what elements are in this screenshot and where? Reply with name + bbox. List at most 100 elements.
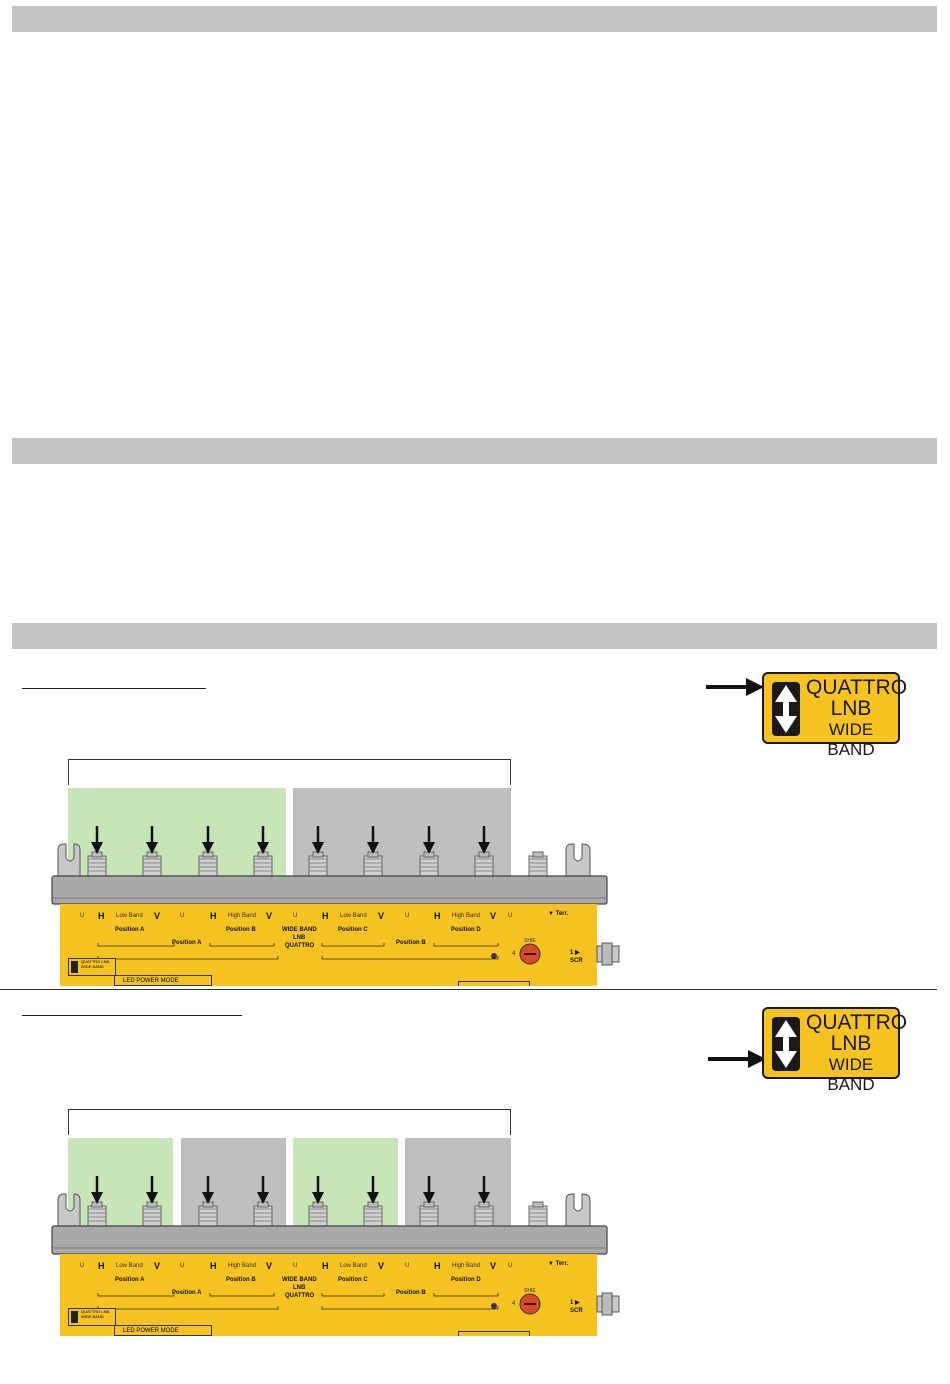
high-band-label: High Band	[228, 913, 257, 919]
down-arrow-icon	[423, 1192, 435, 1204]
lnb-label: LNB	[293, 935, 306, 941]
v-label: V	[154, 1261, 161, 1271]
h-label: H	[322, 911, 329, 921]
down-arrow-icon	[202, 1192, 214, 1204]
position-bracket	[209, 943, 275, 947]
down-arrow-icon	[478, 842, 490, 854]
ulnb-label: U	[180, 1263, 185, 1269]
wide-band-label: WIDE BAND	[282, 927, 317, 933]
up-down-arrow-icon	[772, 682, 800, 736]
section-header-bar-2	[12, 438, 937, 464]
badge-line-1: QUATTRO	[806, 1011, 908, 1034]
metal-rail	[51, 875, 608, 905]
down-arrow-icon	[257, 842, 269, 854]
down-arrow-icon	[257, 1192, 269, 1204]
badge-line-3: WIDE BAND	[827, 1055, 875, 1094]
subsection-underline-1	[22, 688, 206, 689]
high-band-label: High Band	[452, 913, 481, 919]
position-c-label: Position C	[338, 1277, 368, 1283]
connector-tip	[532, 1201, 544, 1208]
low-band-label: Low Band	[116, 913, 143, 919]
position-a-label: Position A	[115, 927, 145, 933]
v-label: V	[154, 911, 161, 921]
v-label: V	[266, 1261, 273, 1271]
up-down-arrow-icon	[772, 1017, 800, 1071]
quattro-label: QUATTRO	[285, 1293, 315, 1299]
section-divider	[0, 989, 937, 990]
down-arrow-icon	[202, 842, 214, 854]
frequency-mode-box	[458, 981, 530, 986]
position-b-group-label: Position B	[396, 940, 426, 946]
led-indicator	[491, 1303, 497, 1309]
scr-output-label: 1 ▶ SCR	[570, 1300, 583, 1314]
knob-number-label: 4	[512, 951, 516, 957]
terr-label: ▼ Terr.	[548, 1261, 569, 1267]
h-label: H	[98, 911, 105, 921]
badge-line-3: WIDE BAND	[827, 720, 875, 759]
position-bracket	[97, 1293, 175, 1297]
down-arrow-icon	[312, 842, 324, 854]
position-bracket	[433, 1293, 499, 1297]
quattro-label: QUATTRO	[285, 943, 315, 949]
position-b-label: Position B	[226, 1277, 256, 1283]
down-arrow-icon	[423, 842, 435, 854]
mounting-ear	[57, 1193, 81, 1227]
scr-output-nut	[601, 942, 613, 966]
position-c-label: Position C	[338, 927, 368, 933]
ulnb-label: U	[80, 913, 85, 919]
wide-band-label: WIDE BAND	[282, 1277, 317, 1283]
mounting-ear	[565, 1193, 591, 1227]
input-bracket	[68, 1109, 511, 1135]
position-bracket	[321, 1306, 499, 1310]
quattro-lnb-wideband-badge: QUATTRO LNB WIDE BAND	[762, 1007, 908, 1094]
position-bracket	[209, 1293, 275, 1297]
subsection-underline-2	[22, 1015, 242, 1016]
low-band-label: Low Band	[116, 1263, 143, 1269]
pointer-arrow-icon	[708, 1050, 766, 1068]
knob-top-label: SHIE	[524, 1288, 536, 1294]
position-bracket	[97, 1306, 279, 1310]
frequency-mode-box	[458, 1331, 530, 1336]
h-label: H	[322, 1261, 329, 1271]
input-bracket	[68, 759, 511, 785]
section-header-bar-1	[12, 6, 937, 32]
position-bracket	[321, 943, 385, 947]
badge-line-2: LNB	[830, 697, 872, 720]
badge-line-1: QUATTRO	[806, 676, 908, 699]
position-bracket	[321, 1293, 385, 1297]
h-label: H	[98, 1261, 105, 1271]
position-b-group-label: Position B	[396, 1290, 426, 1296]
knob-top-label: SHIE	[524, 938, 536, 944]
ulnb-label: U	[508, 1263, 513, 1269]
high-band-label: High Band	[452, 1263, 481, 1269]
ulnb-label: U	[80, 1263, 85, 1269]
position-a-group-label: Position A	[172, 940, 202, 946]
position-b-label: Position B	[226, 927, 256, 933]
position-a-group-label: Position A	[172, 1290, 202, 1296]
position-a-label: Position A	[115, 1277, 145, 1283]
multiswitch-device	[51, 826, 620, 986]
position-d-label: Position D	[451, 927, 481, 933]
low-band-label: Low Band	[340, 913, 367, 919]
position-bracket	[97, 943, 175, 947]
led-power-mode-box: LED POWER MODE	[114, 975, 212, 986]
device-body	[60, 904, 597, 986]
position-bracket	[321, 956, 499, 960]
ulnb-label: U	[293, 913, 298, 919]
pointer-arrow-icon	[706, 678, 764, 696]
mounting-ear	[565, 843, 591, 877]
h-label: H	[210, 911, 217, 921]
v-label: V	[490, 911, 497, 921]
high-band-label: High Band	[228, 1263, 257, 1269]
down-arrow-icon	[312, 1192, 324, 1204]
h-label: H	[434, 1261, 441, 1271]
connector-tip	[532, 851, 544, 858]
down-arrow-icon	[478, 1192, 490, 1204]
mini-quattro-badge: QUATTRO LNB WIDE BAND	[68, 958, 116, 976]
mounting-ear	[57, 843, 81, 877]
ulnb-label: U	[405, 1263, 410, 1269]
down-arrow-icon	[91, 1192, 103, 1204]
ulnb-label: U	[405, 913, 410, 919]
